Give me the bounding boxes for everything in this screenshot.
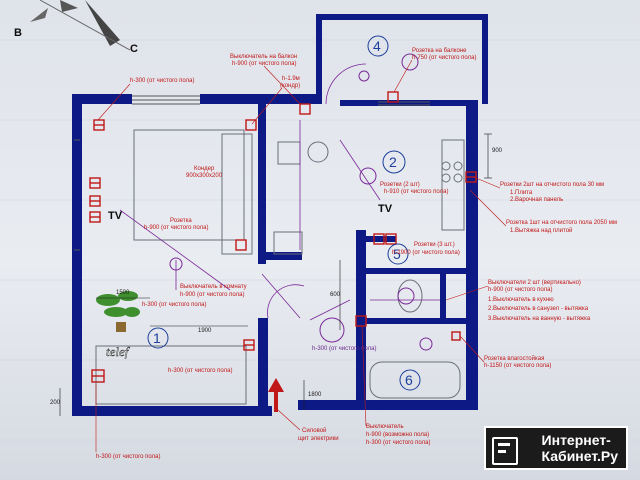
cabinet	[273, 231, 303, 255]
panel-arrow	[268, 378, 284, 412]
table	[277, 141, 301, 165]
label-switch2-c: 3.Выключатель на ванную - вытяжка	[488, 316, 591, 322]
watermark-icon	[492, 437, 518, 465]
label-socket3: Розетки (3 шт.)	[414, 242, 455, 248]
toilet	[397, 279, 423, 313]
furniture	[95, 129, 465, 405]
label-bath-socket-h: h-1150 (от чистого пола)	[484, 363, 551, 369]
label-panel: Силовой	[302, 427, 326, 434]
room-number-5: 5	[393, 246, 401, 262]
plant-icon	[96, 291, 140, 332]
label-kitchen-socket1: Розетка 1шт на отчистого пола 2050 мм	[506, 220, 617, 226]
room-number-1: 1	[153, 330, 161, 346]
dim-900: 900	[492, 148, 503, 154]
label-ac-size: 900х300х200	[186, 173, 223, 179]
label-socket-h300-corridor: h-300 (от чистого пола)	[312, 346, 376, 352]
label-kitchen-socket1-a: 1.Вытяжка над плитой	[510, 227, 572, 234]
windows	[74, 95, 430, 251]
label-switch-b: Выключатель	[366, 424, 404, 430]
label-panel-b: щит электрики	[298, 436, 339, 442]
compass-north-label: С	[130, 43, 138, 55]
room-numbers: 4 2 5 6 1	[147, 35, 421, 391]
dim-200: 200	[50, 400, 61, 406]
label-kitchen-sockets-b: 2.Варочная панель	[510, 197, 563, 203]
room-number-6: 6	[405, 372, 413, 388]
watermark-line1: Интернет-	[541, 432, 611, 448]
annotations: Выключатель на балкон h-900 (от чистого …	[96, 48, 617, 460]
bathtub	[369, 361, 461, 399]
label-socket2: Розетки (2 шт)	[380, 182, 420, 188]
room-number-2: 2	[389, 154, 397, 170]
label-balcony-switch: Выключатель на балкон	[230, 54, 297, 60]
label-kitchen-sockets-a: 1.Плита	[510, 190, 533, 196]
label-socket3-h: h-1900 (от чистого пола)	[392, 250, 460, 256]
label-switch2-b: 2.Выключатель в санузел - вытяжка	[488, 306, 589, 312]
wiring-lines	[119, 63, 440, 321]
walls	[72, 14, 488, 416]
label-balcony-socket: Розетка на балконе	[412, 48, 467, 54]
dim-600: 600	[330, 292, 341, 298]
label-switch-b-h: h-900 (возможно пола)	[366, 432, 429, 438]
round-table	[307, 141, 329, 163]
kitchen-counter	[441, 139, 465, 231]
label-balcony-switch-h: h-900 (от чистого пола)	[232, 61, 296, 67]
label-kitchen-sockets: Розетки 2шт на отчистого пола 30 мм	[500, 182, 604, 188]
desk	[95, 345, 247, 405]
tv-label-kitchen: TV	[378, 203, 393, 215]
label-socket-h300-left: h-300 (от чистого пола)	[142, 302, 206, 308]
label-h300-top: h-300 (от чистого пола)	[130, 78, 194, 84]
label-bath-socket: Розетка влагостойкая	[484, 355, 544, 362]
label-socket-room-h: h-900 (от чистого пола)	[144, 225, 208, 231]
label-socket-room: Розетка	[170, 218, 192, 224]
watermark-line2: Кабинет.Ру	[541, 448, 618, 464]
bed	[133, 129, 245, 241]
dim-1900: 1900	[198, 328, 212, 334]
watermark-text: Интернет- Кабинет.Ру	[542, 432, 618, 464]
tv-label-living: TV	[108, 210, 123, 222]
label-room-switch: Выключатель в комнату	[180, 284, 247, 290]
label-switch-b-h2: h-300 (от чистого пола)	[366, 440, 430, 446]
label-switch2-h: h-900 (от чистого пола)	[488, 287, 552, 293]
sofa	[221, 133, 253, 255]
compass-rose: В С	[14, 0, 138, 55]
label-socket2-h: h-910 (от чистого пола)	[384, 189, 448, 195]
dim-1500: 1500	[116, 290, 130, 296]
label-switch2: Выключатели 2 шт (вертикально)	[488, 280, 581, 286]
label-ac-h: h-1.9м	[282, 76, 300, 82]
compass-west-label: В	[14, 27, 22, 39]
watermark-badge: Интернет- Кабинет.Ру	[484, 426, 628, 470]
wall-logo-text: telef	[106, 344, 131, 359]
outlet-circles	[169, 53, 433, 351]
label-socket-h300-bottom: h-300 (от чистого пола)	[96, 454, 160, 460]
dim-1800: 1800	[308, 392, 322, 398]
dimension-lines	[59, 133, 492, 416]
label-room-switch-h: h-900 (от чистого пола)	[180, 292, 244, 298]
label-balcony-socket-h: h-750 (от чистого пола)	[412, 55, 476, 61]
label-switch2-a: 1.Выключатель в кухню	[488, 297, 554, 303]
label-ac: (кондр)	[280, 83, 300, 89]
label-socket-h300-mid: h-300 (от чистого пола)	[168, 368, 232, 374]
label-ac-unit: Кондер	[194, 166, 215, 172]
room-number-4: 4	[373, 38, 381, 54]
leader-lines	[95, 59, 507, 452]
